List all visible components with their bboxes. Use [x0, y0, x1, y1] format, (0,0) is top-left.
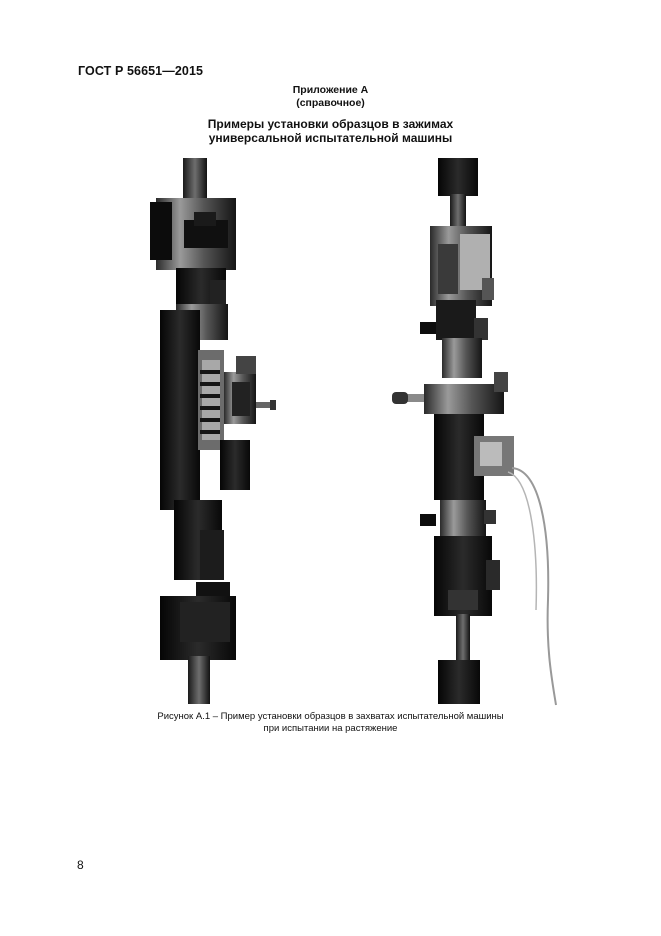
- page-number: 8: [77, 858, 84, 872]
- appendix-title-line-2: универсальной испытательной машины: [208, 131, 453, 145]
- appendix-title: Примеры установки образцов в зажимах уни…: [0, 117, 661, 145]
- figure-caption-line-2: при испытании на растяжение: [263, 723, 398, 734]
- appendix-label: Приложение А: [292, 84, 369, 96]
- document-header: ГОСТ Р 56651—2015: [78, 64, 204, 78]
- appendix-title-line-1: Примеры установки образцов в зажимах: [207, 117, 454, 131]
- figure-caption: Рисунок А.1 – Пример установки образцов …: [0, 711, 661, 735]
- left-specimen-assembly: [150, 158, 276, 704]
- right-specimen-assembly: [392, 158, 557, 706]
- appendix-kind: (справочное): [296, 97, 365, 109]
- figure-caption-line-1: Рисунок А.1 – Пример установки образцов …: [157, 711, 504, 722]
- appendix-label-block: Приложение А (справочное): [0, 84, 661, 110]
- figure-photo: [150, 158, 557, 706]
